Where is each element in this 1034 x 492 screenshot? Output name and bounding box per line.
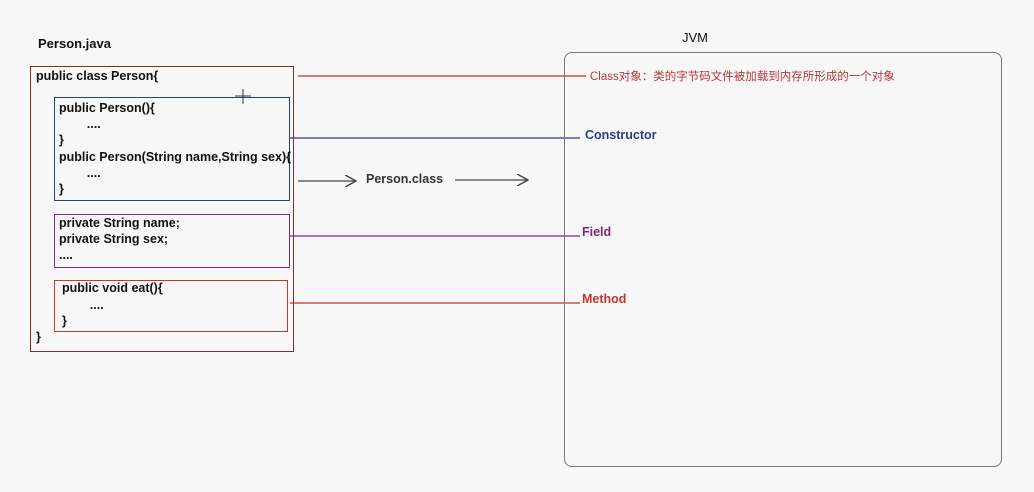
class-closing-brace: } (36, 330, 41, 344)
field-annotation: Field (582, 225, 612, 239)
class-declaration: public class Person{ (36, 69, 159, 83)
file-title: Person.java (38, 36, 111, 51)
constructor-line-2: .... (59, 117, 101, 131)
person-class-file-label: Person.class (366, 172, 444, 186)
field-line-2: private String sex; (59, 232, 169, 246)
method-line-1: public void eat(){ (62, 281, 163, 295)
method-annotation: Method (582, 292, 627, 306)
jvm-title: JVM (682, 30, 708, 45)
field-line-3: .... (59, 248, 73, 262)
constructor-line-5: .... (59, 166, 101, 180)
fields-box (54, 214, 290, 268)
constructor-line-1: public Person(){ (59, 101, 155, 115)
constructor-line-3: } (59, 133, 64, 147)
person-class-box (30, 66, 294, 352)
jvm-box (564, 52, 1002, 467)
class-object-annotation: Class对象：类的字节码文件被加载到内存所形成的一个对象 (590, 71, 895, 83)
cursor-crosshair-icon (235, 89, 251, 104)
method-line-3: } (62, 314, 67, 328)
method-line-2: .... (62, 298, 104, 312)
constructor-line-6: } (59, 182, 64, 196)
methods-box (54, 280, 288, 332)
field-line-1: private String name; (59, 216, 180, 230)
constructor-annotation: Constructor (585, 128, 657, 142)
constructor-line-4: public Person(String name,String sex){ (59, 150, 291, 164)
constructors-box (54, 97, 290, 201)
